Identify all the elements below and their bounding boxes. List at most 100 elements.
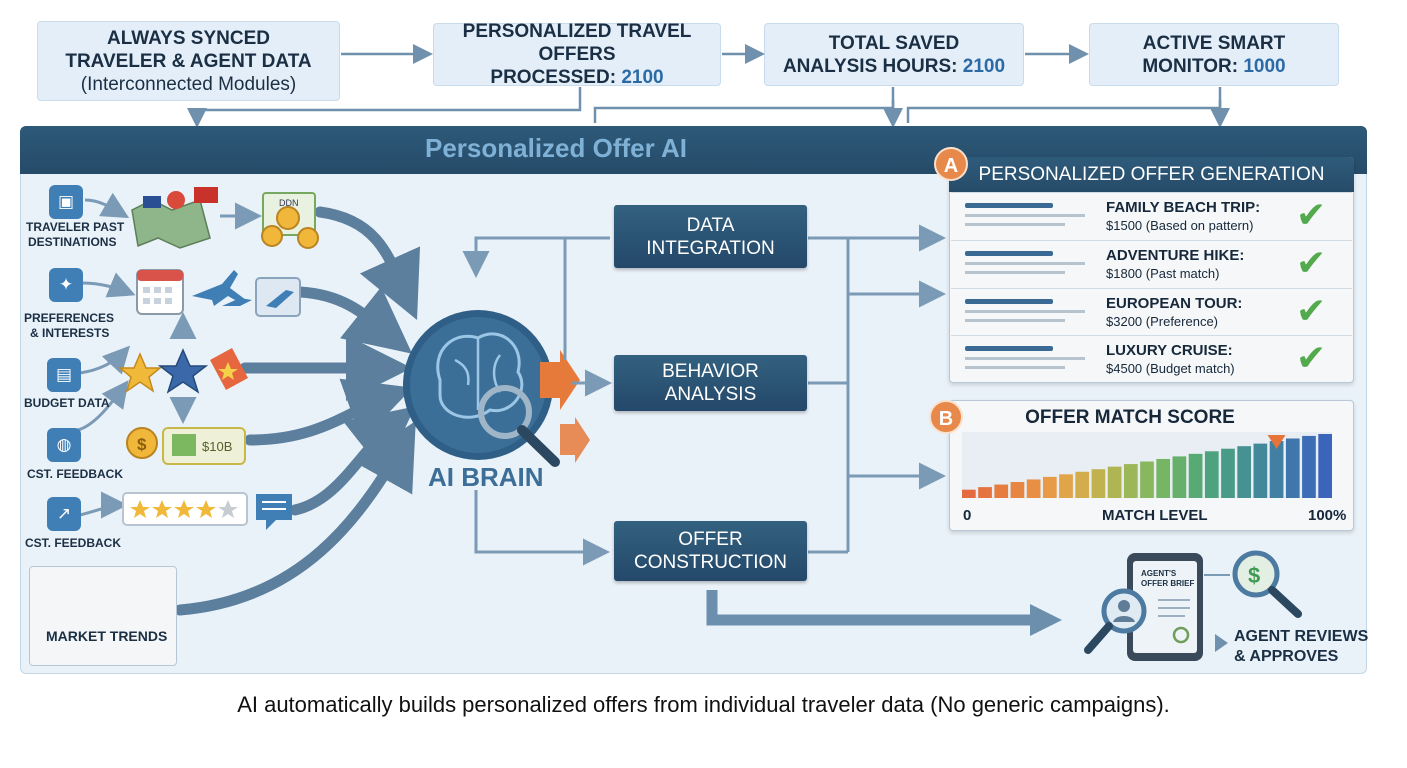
svg-text:$: $ <box>1248 563 1260 588</box>
plane-icon <box>192 270 252 306</box>
budget-source-icon: ▤ <box>47 358 81 392</box>
score-bar <box>978 487 992 498</box>
offers-processed-label: PROCESSED: <box>490 67 617 88</box>
footer-caption: AI automatically builds personalized off… <box>237 692 1170 717</box>
market-trends-box <box>29 566 177 666</box>
preferences-source-icon: ✦ <box>49 268 83 302</box>
calendar-icon <box>136 269 184 315</box>
offer-name: ADVENTURE HIKE: <box>1106 247 1245 264</box>
offer-name: FAMILY BEACH TRIP: <box>1106 199 1261 216</box>
offer-row: EUROPEAN TOUR: $3200 (Preference) ✔ <box>951 288 1352 334</box>
offer-row: LUXURY CRUISE: $4500 (Budget match) ✔ <box>951 335 1352 381</box>
ticket-text: DDN <box>279 198 299 208</box>
agent-tablet-icon <box>1127 553 1203 661</box>
score-bar <box>1026 479 1041 498</box>
score-bar <box>1285 438 1300 498</box>
map-icon <box>131 187 218 249</box>
smart-monitor-box: ACTIVE SMART MONITOR: 1000 <box>1089 23 1339 86</box>
offer-price: $3200 (Preference) <box>1106 314 1219 329</box>
score-bar <box>1140 461 1154 498</box>
panel-title: Personalized Offer AI <box>425 133 687 163</box>
checkmark-icon: ✔ <box>1296 337 1327 378</box>
offer-price: $1500 (Based on pattern) <box>1106 218 1254 233</box>
score-bar <box>962 489 976 498</box>
checkmark-icon: ✔ <box>1296 194 1327 235</box>
brief-line2: OFFER BRIEF <box>1141 579 1194 588</box>
market-trends-label: MARKET TRENDS <box>46 628 168 644</box>
score-max-label: 100% <box>1308 507 1347 524</box>
coin-money-icon: $ <box>126 427 246 465</box>
badge-a: A <box>934 147 968 181</box>
offer-row: FAMILY BEACH TRIP: $1500 (Based on patte… <box>951 192 1352 238</box>
saved-hours-label: ANALYSIS HOURS: <box>782 55 958 77</box>
score-min-label: 0 <box>963 507 972 524</box>
offer-name: EUROPEAN TOUR: <box>1106 295 1243 312</box>
synced-data-box: ALWAYS SYNCED TRAVELER & AGENT DATA (Int… <box>37 21 340 101</box>
smart-monitor-line1: ACTIVE SMART <box>1142 32 1286 54</box>
offer-row: ADVENTURE HIKE: $1800 (Past match) ✔ <box>951 240 1352 286</box>
score-bar <box>1042 476 1057 498</box>
badge-b: B <box>929 400 963 434</box>
score-bar <box>1075 471 1090 498</box>
score-bar <box>994 484 1009 498</box>
magnifier-dollar-icon: $ <box>1172 550 1302 644</box>
ticket-coins-icon <box>261 192 319 249</box>
offer-generation-title: PERSONALIZED OFFER GENERATION <box>949 157 1354 192</box>
price-tag-text: $10B <box>202 439 232 454</box>
agent-reviews-label: AGENT REVIEWS& APPROVES <box>1234 628 1369 665</box>
price-tag-icon <box>210 348 248 390</box>
ai-brain-icon <box>403 310 590 467</box>
score-marker <box>1267 435 1286 449</box>
score-bar <box>1059 474 1073 498</box>
score-bar <box>1172 456 1187 498</box>
offer-name: LUXURY CRUISE: <box>1106 342 1233 359</box>
synced-line2: TRAVELER & AGENT DATA <box>65 50 312 72</box>
saved-hours-box: TOTAL SAVED ANALYSIS HOURS: 2100 <box>764 23 1024 86</box>
score-bar <box>1253 443 1268 498</box>
chat-bubble-icon <box>256 494 292 530</box>
offers-processed-value: 2100 <box>621 67 664 88</box>
score-bar <box>1107 466 1122 498</box>
offer-generation-panel <box>949 157 1354 383</box>
ai-brain-label: AI BRAIN <box>428 462 544 492</box>
score-bar <box>1302 435 1316 498</box>
score-bar <box>1237 446 1252 498</box>
match-score-title: OFFER MATCH SCORE <box>1025 407 1235 428</box>
brief-line1: AGENT'S <box>1141 569 1177 578</box>
score-bar <box>1123 464 1138 498</box>
offer-price: $4500 (Budget match) <box>1106 361 1235 376</box>
score-bar <box>1221 448 1235 498</box>
saved-hours-line1: TOTAL SAVED <box>828 32 960 54</box>
feedback-label-1: CST. FEEDBACK <box>27 467 124 481</box>
score-bar <box>1010 482 1025 498</box>
checkmark-icon: ✔ <box>1296 290 1327 331</box>
synced-line3: (Interconnected Modules) <box>80 73 297 95</box>
score-bar <box>1204 451 1219 498</box>
magnifier-agent-icon <box>1084 588 1147 654</box>
feedback-source-icon: ◍ <box>47 428 81 462</box>
top-connectors <box>187 44 1230 128</box>
score-bar <box>1188 453 1203 498</box>
score-bar <box>1269 441 1284 498</box>
offers-processed-line1: PERSONALIZED TRAVEL OFFERS <box>462 21 692 65</box>
score-bar <box>1091 469 1106 498</box>
offer-price: $1800 (Past match) <box>1106 266 1220 281</box>
trend-source-icon: ↗ <box>47 497 81 531</box>
score-bar <box>1156 458 1171 498</box>
feedback-label-2: CST. FEEDBACK <box>25 536 122 550</box>
preferences-label: PREFERENCES& INTERESTS <box>24 311 115 340</box>
score-bar <box>1318 434 1332 498</box>
checkmark-icon: ✔ <box>1296 242 1327 283</box>
budget-label: BUDGET DATA <box>24 396 110 410</box>
svg-text:$: $ <box>137 435 147 454</box>
stars-icon <box>117 348 209 394</box>
review-stars-icon <box>122 492 248 526</box>
smart-monitor-value: 1000 <box>1243 55 1286 77</box>
smart-monitor-label: MONITOR: <box>1142 55 1239 77</box>
saved-hours-value: 2100 <box>962 55 1006 77</box>
offers-processed-box: PERSONALIZED TRAVEL OFFERS PROCESSED: 21… <box>433 21 721 88</box>
